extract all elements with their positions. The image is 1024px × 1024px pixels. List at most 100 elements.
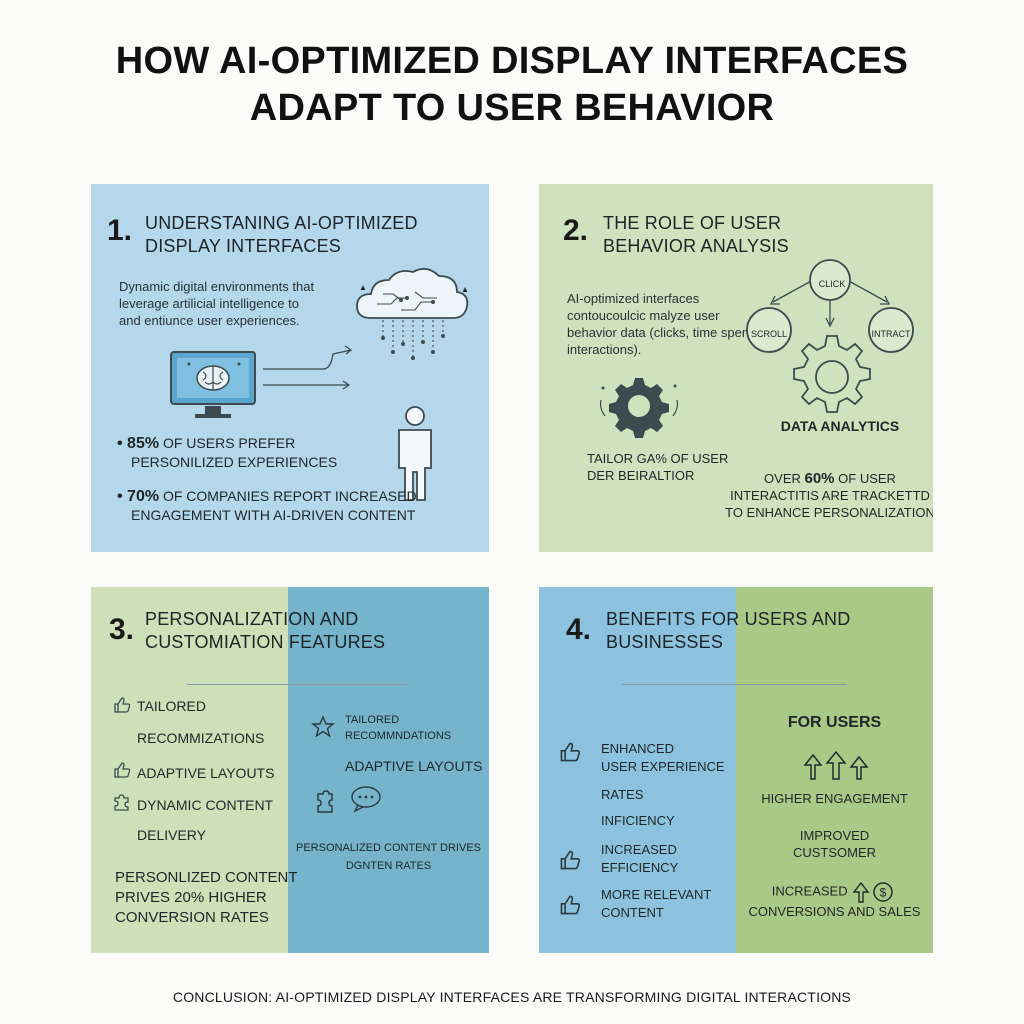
- stat-line: PRIVES 20% HIGHER: [115, 889, 267, 906]
- chat-bubble-icon: [351, 786, 381, 813]
- up-arrows-icon: [803, 750, 869, 780]
- puzzle-icon: [114, 794, 129, 811]
- star-icon: [311, 715, 335, 738]
- interact-node-label: INTRACT: [871, 329, 911, 339]
- benefit-item: ENHANCED USER EXPERIENCE: [601, 740, 725, 776]
- for-users-heading: FOR USERS: [787, 714, 882, 731]
- thumbs-up-icon: [560, 850, 581, 870]
- person-icon: [398, 406, 432, 501]
- stat-item: • 70% OF COMPANIES REPORT INCREASED ENGA…: [117, 487, 417, 524]
- panel-benefits: 4. BENEFITS FOR USERS AND BUSINESSES ENH…: [539, 587, 933, 953]
- panel-title-line2: BEHAVIOR ANALYSIS: [603, 236, 789, 256]
- stat-text: OF COMPANIES REPORT INCREASED: [162, 488, 417, 504]
- panel-title-line2: CUSTOMIATION FEATURES: [145, 632, 386, 652]
- description-line: behavior data (clicks, time spent,: [567, 325, 757, 340]
- divider: [187, 684, 407, 685]
- panel-title-line1: BENEFITS FOR USERS AND: [606, 609, 851, 629]
- stat-value: 60%: [804, 470, 835, 487]
- tracking-stat: OVER 60% OF USER INTERACTITIS ARE TRACKE…: [725, 470, 933, 521]
- page-title-line2: ADAPT TO USER BEHAVIOR: [249, 87, 775, 129]
- benefit-line: ENHANCED: [601, 741, 674, 756]
- stat-line: PERSONLIZED CONTENT: [115, 869, 298, 886]
- panel-title: PERSONALIZATION AND CUSTOMIATION FEATURE…: [145, 608, 385, 654]
- feature-item-label: RECOMMIZATIONS: [137, 730, 265, 746]
- data-analytics-label: DATA ANALYTICS: [780, 418, 900, 434]
- panel-title-line2: DISPLAY INTERFACES: [145, 236, 341, 256]
- stat-line: DGNTEN RATES: [345, 860, 432, 872]
- panel-title: BENEFITS FOR USERS AND BUSINESSES: [606, 608, 850, 654]
- click-node: [809, 259, 851, 301]
- panel-title: UNDERSTANING AI-OPTIMIZED DISPLAY INTERF…: [145, 212, 418, 258]
- benefit-item: MORE RELEVANT CONTENT: [601, 886, 711, 922]
- panel-description: Dynamic digital environments that levera…: [119, 278, 314, 329]
- gear-icon: [599, 378, 679, 438]
- panel-number: 2.: [563, 214, 589, 247]
- benefit-line: INCREASED: [601, 842, 677, 857]
- stat-text: TO ENHANCE PERSONALIZATION: [725, 505, 933, 520]
- stat-prefix: OVER: [764, 471, 801, 486]
- page-title: HOW AI-OPTIMIZED DISPLAY INTERFACES ADAP…: [0, 38, 1024, 132]
- scroll-node: [746, 307, 792, 353]
- feature-line: RECOMMNDATIONS: [345, 730, 452, 742]
- page-title-line1: HOW AI-OPTIMIZED DISPLAY INTERFACES: [115, 40, 909, 82]
- monitor-brain-icon: [170, 351, 256, 418]
- feature-line: TAILORED: [345, 714, 400, 726]
- arrow-right-icon: [263, 345, 353, 370]
- panel-behavior-analysis: 2. THE ROLE OF USER BEHAVIOR ANALYSIS AI…: [539, 184, 933, 552]
- tailor-text: TAILOR GA% OF USER DER BEIRALTIOR: [587, 450, 728, 484]
- stat-text: PERSONILIZED EXPERIENCES: [131, 454, 338, 470]
- thumbs-up-icon: [560, 742, 581, 762]
- panel-title: THE ROLE OF USER BEHAVIOR ANALYSIS: [603, 212, 789, 258]
- panel-title-line2: BUSINESSES: [606, 632, 724, 652]
- panel-title-line1: UNDERSTANING AI-OPTIMIZED: [145, 213, 418, 233]
- panel-right-half: [288, 587, 489, 953]
- svg-text:$: $: [880, 886, 887, 900]
- conversion-stat: PERSONLIZED CONTENT PRIVES 20% HIGHER CO…: [115, 868, 298, 928]
- panel-description: AI-optimized interfaces contoucoulcic ma…: [567, 290, 756, 358]
- improved-customer-label: IMPROVED CUSTSOMER: [736, 827, 933, 861]
- benefit-line: CUSTSOMER: [792, 845, 877, 860]
- feature-item-label: DELIVERY: [137, 827, 206, 843]
- cloud-network-icon: [356, 267, 469, 360]
- puzzle-icon: [317, 790, 333, 813]
- thumbs-up-icon: [114, 762, 131, 778]
- interact-node: [868, 307, 914, 353]
- dollar-up-icon: $: [852, 881, 893, 903]
- higher-engagement-label: HIGHER ENGAGEMENT: [761, 791, 908, 806]
- stat-value: • 85%: [117, 435, 160, 452]
- tailor-line: DER BEIRALTIOR: [587, 468, 695, 483]
- feature-item-label: TAILORED: [137, 698, 206, 714]
- benefit-item: INFICIENCY: [601, 813, 675, 828]
- large-gear-icon: [793, 335, 871, 413]
- conclusion-text: CONCLUSION: AI-OPTIMIZED DISPLAY INTERFA…: [172, 989, 852, 1005]
- benefit-line: INCREASED: [771, 883, 848, 899]
- personalized-stat: PERSONALIZED CONTENT DRIVES DGNTEN RATES: [288, 839, 489, 875]
- feature-item-label: ADAPTIVE LAYOUTS: [137, 765, 275, 781]
- benefit-line: EFFICIENCY: [601, 860, 679, 875]
- click-node-label: CLICK: [818, 279, 846, 289]
- benefit-line: MORE RELEVANT: [601, 887, 712, 902]
- description-line: leverage artilicial intelligence to: [119, 296, 299, 311]
- tailor-line: TAILOR GA% OF USER: [587, 451, 729, 466]
- panel-number: 4.: [566, 613, 592, 646]
- stat-item: • 85% OF USERS PREFER PERSONILIZED EXPER…: [117, 434, 337, 471]
- scroll-node-label: SCROLL: [750, 329, 787, 339]
- increased-conversions-label: INCREASED $ CONVERSIONS AND SALES: [736, 881, 933, 920]
- stat-text: ENGAGEMENT WITH AI-DRIVEN CONTENT: [131, 507, 416, 523]
- divider: [622, 684, 847, 685]
- panel-right-half: [736, 587, 933, 953]
- stat-text: INTERACTITIS ARE TRACKETTD: [730, 488, 930, 503]
- benefit-line: IMPROVED: [799, 828, 870, 843]
- behavior-flow-diagram: [746, 259, 914, 353]
- description-line: Dynamic digital environments that: [119, 279, 315, 294]
- panel-title-line1: THE ROLE OF USER: [603, 213, 782, 233]
- benefit-line: CONTENT: [601, 905, 664, 920]
- thumbs-up-icon: [560, 895, 581, 915]
- benefit-item: RATES: [601, 787, 644, 802]
- panel-number: 1.: [107, 214, 133, 247]
- adaptive-layouts-label: ADAPTIVE LAYOUTS: [345, 758, 483, 774]
- panel-personalization: 3. PERSONALIZATION AND CUSTOMIATION FEAT…: [91, 587, 489, 953]
- description-line: and entiunce user experiences.: [119, 313, 300, 328]
- benefit-item: INCREASED EFFICIENCY: [601, 841, 678, 877]
- feature-item-label: DYNAMIC CONTENT: [137, 797, 274, 813]
